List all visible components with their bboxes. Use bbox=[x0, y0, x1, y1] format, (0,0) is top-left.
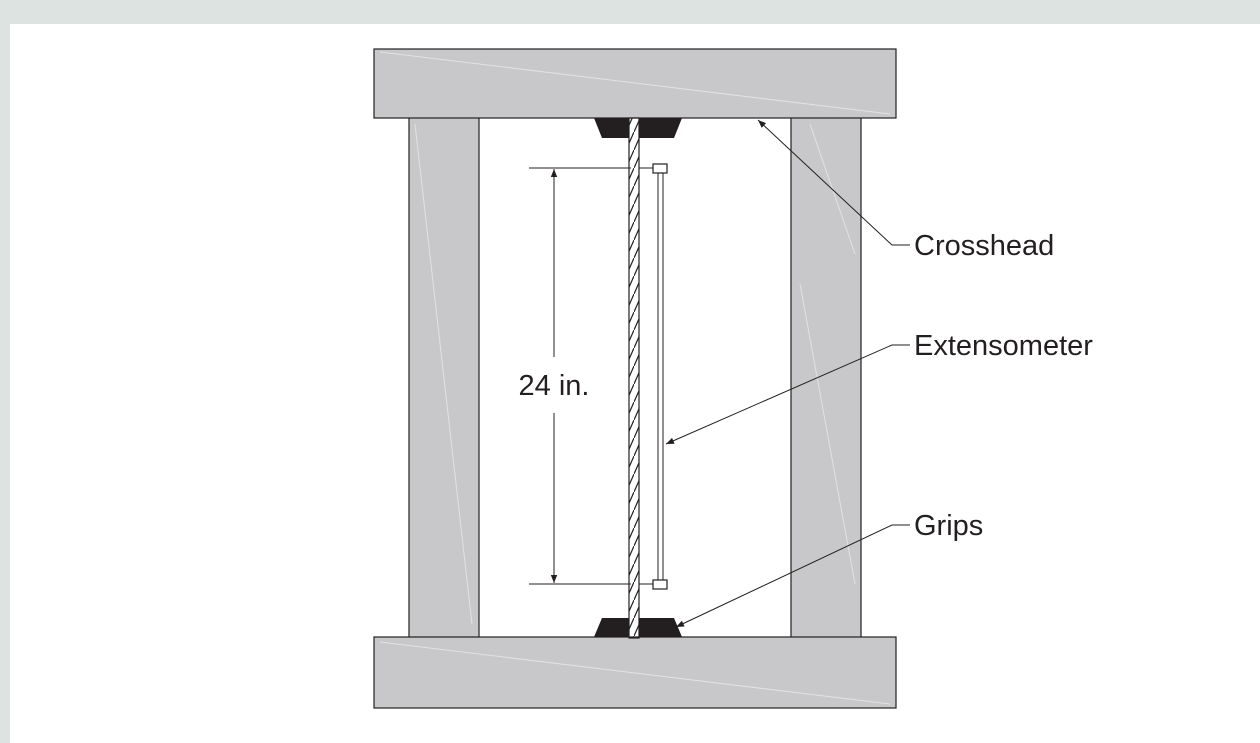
grips-label: Grips bbox=[914, 510, 983, 542]
grips-leader bbox=[675, 524, 910, 628]
top-grip-left bbox=[594, 118, 629, 138]
bottom-grip-left bbox=[594, 618, 629, 637]
bottom-grip-right bbox=[639, 618, 682, 637]
extensometer-top-clamp bbox=[652, 163, 668, 174]
crosshead-leader bbox=[757, 119, 910, 246]
extensometer-bottom-clamp bbox=[652, 579, 668, 590]
extensometer-label: Extensometer bbox=[914, 330, 1093, 362]
crosshead-label: Crosshead bbox=[914, 230, 1054, 262]
specimen-bar bbox=[628, 117, 640, 639]
diagram-panel: 24 in. Crosshead Extensometer Grips bbox=[10, 24, 1260, 743]
extensometer-leader bbox=[665, 344, 910, 445]
gauge-length-label: 24 in. bbox=[519, 370, 590, 402]
tensile-test-diagram: 24 in. Crosshead Extensometer Grips bbox=[373, 48, 1093, 709]
top-grip-right bbox=[639, 118, 682, 138]
